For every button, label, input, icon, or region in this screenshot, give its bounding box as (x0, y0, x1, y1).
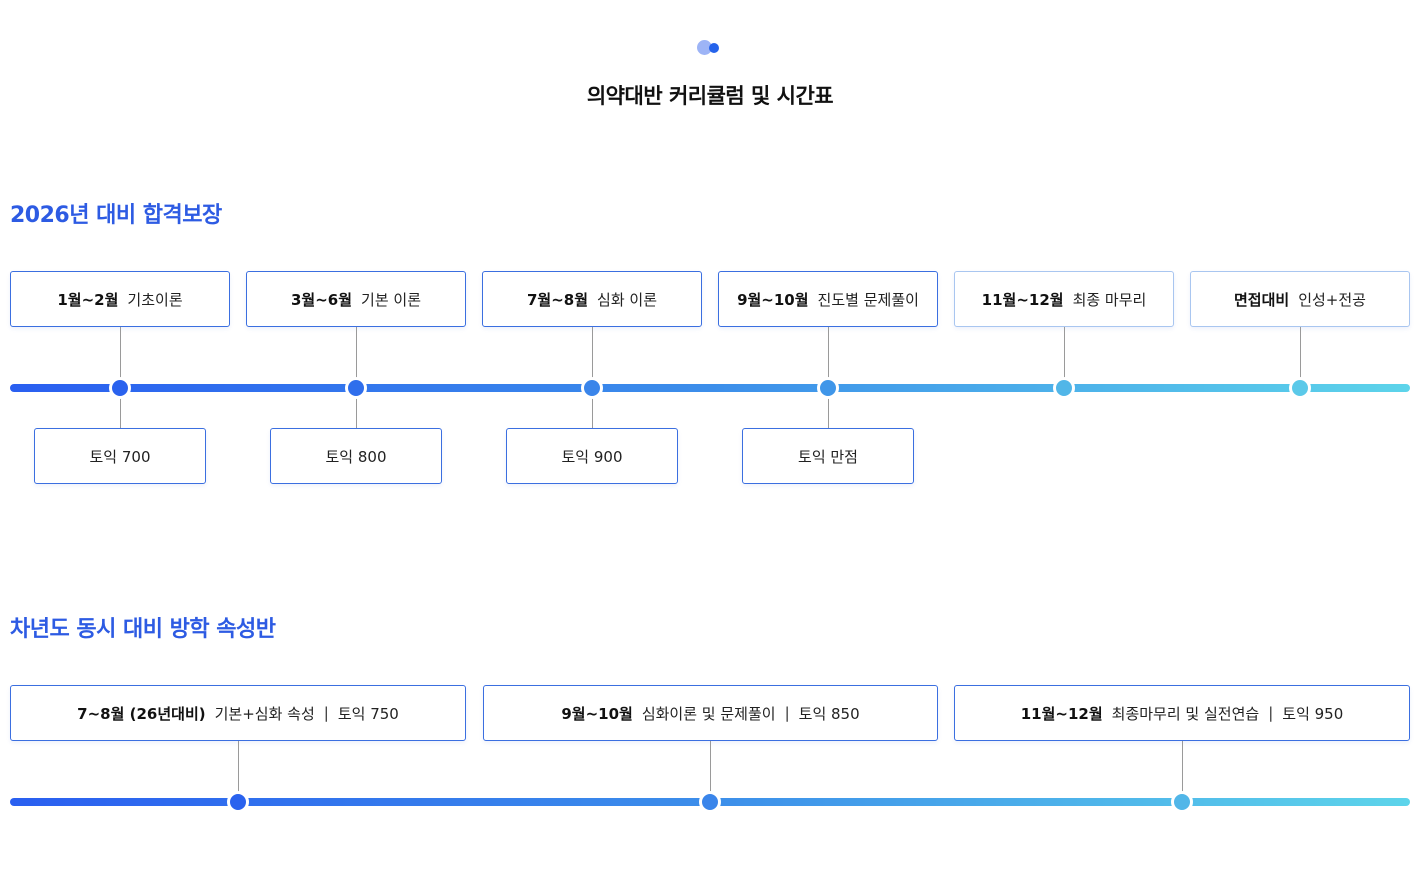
stage-box: 3월~6월 기본 이론 (246, 271, 466, 327)
stage-period: 11월~12월 (981, 290, 1064, 309)
connector-line (1300, 327, 1301, 387)
connector-line (120, 327, 121, 387)
stage-period: 3월~6월 (290, 290, 353, 309)
stage-desc: 최종마무리 및 실전연습 (1111, 704, 1260, 723)
stage-period: 1월~2월 (57, 290, 119, 309)
stage-score: 토익 850 (798, 704, 860, 723)
stage-period: 11월~12월 (1020, 704, 1103, 723)
stage-period: 9월~10월 (737, 290, 809, 309)
stage-period: 7월~8월 (526, 290, 589, 309)
connector-line (1182, 741, 1183, 801)
score-label: 토익 900 (561, 447, 623, 466)
stage-box: 9월~10월 심화이론 및 문제풀이 | 토익 850 (483, 685, 938, 741)
timeline-dot (345, 377, 367, 399)
connector-line (592, 327, 593, 387)
stage-score: 토익 750 (337, 704, 399, 723)
connector-line (592, 388, 593, 428)
stage-desc: 기본 이론 (361, 290, 421, 309)
connector-line (828, 388, 829, 428)
stage-box: 9월~10월 진도별 문제풀이 (718, 271, 938, 327)
separator: | (1268, 704, 1274, 722)
timeline-dot (1171, 791, 1193, 813)
timeline-dot (699, 791, 721, 813)
stage-period: 9월~10월 (561, 704, 633, 723)
score-box: 토익 700 (34, 428, 206, 484)
stage-box: 11월~12월 최종마무리 및 실전연습 | 토익 950 (954, 685, 1410, 741)
score-box: 토익 900 (506, 428, 678, 484)
connector-line (356, 388, 357, 428)
score-label: 토익 800 (325, 447, 387, 466)
stage-desc: 진도별 문제풀이 (817, 290, 919, 309)
stage-box: 11월~12월 최종 마무리 (954, 271, 1174, 327)
score-label: 토익 700 (89, 447, 151, 466)
connector-line (238, 741, 239, 801)
connector-line (120, 388, 121, 428)
stage-box: 7월~8월 심화 이론 (482, 271, 702, 327)
score-label: 토익 만점 (798, 447, 858, 466)
stage-desc: 심화 이론 (597, 290, 657, 309)
stage-desc: 인성+전공 (1298, 290, 1366, 309)
section-title-vacation: 차년도 동시 대비 방학 속성반 (10, 617, 276, 642)
separator: | (323, 704, 329, 722)
timeline-dot (1053, 377, 1075, 399)
stage-score: 토익 950 (1282, 704, 1344, 723)
timeline-dot (109, 377, 131, 399)
score-box: 토익 만점 (742, 428, 914, 484)
stage-desc: 기본+심화 속성 (214, 704, 315, 723)
stage-desc: 최종 마무리 (1072, 290, 1147, 309)
stage-box: 7~8월 (26년대비) 기본+심화 속성 | 토익 750 (10, 685, 466, 741)
logo-icon (697, 40, 719, 56)
timeline-dot (581, 377, 603, 399)
connector-line (356, 327, 357, 387)
timeline-dot (817, 377, 839, 399)
connector-line (710, 741, 711, 801)
score-box: 토익 800 (270, 428, 442, 484)
stage-period: 7~8월 (26년대비) (77, 704, 206, 723)
stage-box: 면접대비 인성+전공 (1190, 271, 1410, 327)
connector-line (828, 327, 829, 387)
page-title: 의약대반 커리큘럼 및 시간표 (586, 84, 834, 108)
connector-line (1064, 327, 1065, 387)
separator: | (784, 704, 790, 722)
stage-period: 면접대비 (1234, 290, 1290, 309)
timeline-dot (1289, 377, 1311, 399)
timeline-track (10, 384, 1410, 392)
stage-box: 1월~2월 기초이론 (10, 271, 230, 327)
stage-desc: 기초이론 (127, 290, 183, 309)
section-title-guarantee: 2026년 대비 합격보장 (10, 203, 222, 228)
timeline-dot (227, 791, 249, 813)
stage-desc: 심화이론 및 문제풀이 (641, 704, 776, 723)
